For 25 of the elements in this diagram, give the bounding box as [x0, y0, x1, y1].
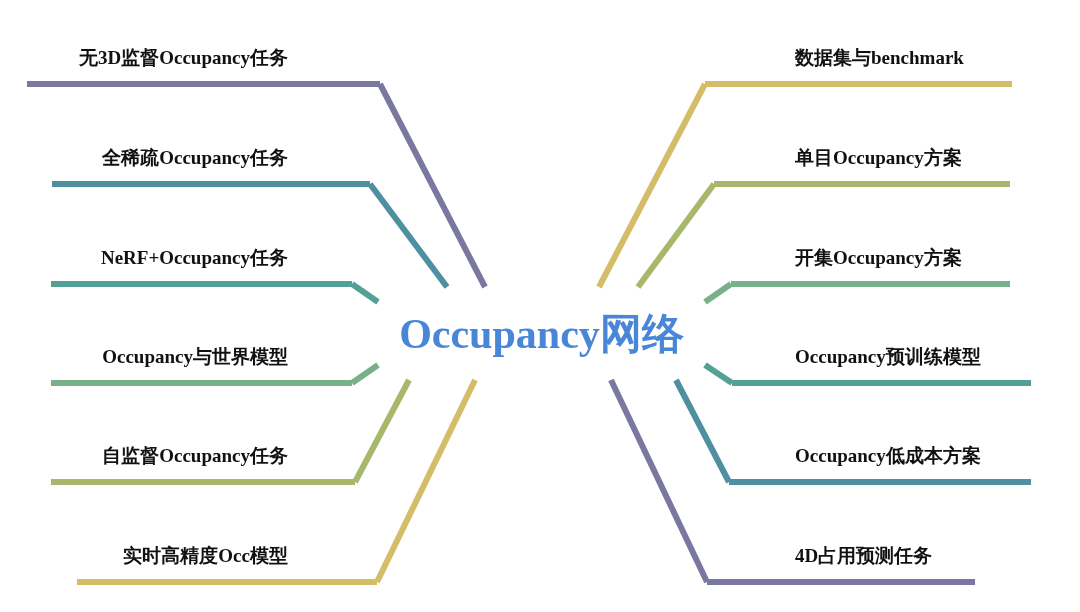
branch-label: 数据集与benchmark — [795, 46, 964, 70]
branch-line — [635, 182, 717, 289]
branch-line — [377, 82, 488, 289]
branch-line — [703, 281, 733, 305]
branch-line — [350, 362, 380, 386]
branch-label: 无3D监督Occupancy任务 — [79, 46, 288, 70]
branch-label: 全稀疏Occupancy任务 — [102, 146, 288, 170]
branch-label: 实时高精度Occ模型 — [123, 544, 288, 568]
branch-label: Occupancy预训练模型 — [795, 345, 981, 369]
branch-label: 开集Occupancy方案 — [795, 246, 962, 270]
branch-label: 自监督Occupancy任务 — [102, 444, 288, 468]
branch-line — [596, 82, 708, 289]
branch-line — [673, 378, 732, 484]
branch-label: Occupancy低成本方案 — [795, 444, 981, 468]
branch-line — [374, 378, 478, 584]
branch-line — [367, 182, 450, 289]
branch-line — [352, 378, 412, 484]
branch-label: 单目Occupancy方案 — [795, 146, 962, 170]
branch-label: Occupancy与世界模型 — [102, 345, 288, 369]
branch-label: NeRF+Occupancy任务 — [100, 246, 288, 270]
central-topic: Occupancy网络 — [398, 309, 685, 359]
branch-line — [703, 362, 734, 386]
branch-label: 4D占用预测任务 — [795, 544, 933, 568]
branch-line — [350, 281, 380, 305]
branch-line — [608, 378, 710, 584]
